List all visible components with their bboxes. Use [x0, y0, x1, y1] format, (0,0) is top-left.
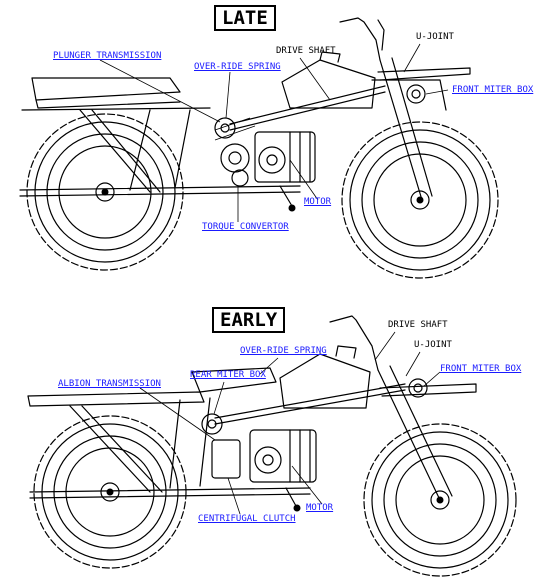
late-bike-drawing	[19, 17, 499, 279]
late-label-u-joint: U-JOINT	[416, 32, 454, 42]
late-rear-tire	[26, 113, 184, 271]
early-label-override-spring[interactable]: OVER-RIDE SPRING	[240, 346, 327, 356]
late-label-plunger-transmission[interactable]: PLUNGER TRANSMISSION	[53, 51, 162, 61]
late-front-tire	[341, 121, 499, 279]
early-label-rear-miter-box[interactable]: REAR MITER BOX	[190, 370, 266, 380]
early-label-centrifugal-clutch[interactable]: CENTRIFUGAL CLUTCH	[198, 514, 296, 524]
early-label-u-joint: U-JOINT	[414, 340, 452, 350]
late-title: LATE	[214, 5, 276, 31]
early-label-albion-transmission[interactable]: ALBION TRANSMISSION	[58, 379, 161, 389]
early-label-drive-shaft: DRIVE SHAFT	[388, 320, 448, 330]
late-label-front-miter-box[interactable]: FRONT MITER BOX	[452, 85, 534, 95]
early-title: EARLY	[212, 307, 286, 333]
late-label-motor[interactable]: MOTOR	[304, 197, 332, 207]
late-label-drive-shaft: DRIVE SHAFT	[276, 46, 336, 56]
late-label-override-spring[interactable]: OVER-RIDE SPRING	[194, 62, 281, 72]
leader-lines	[99, 43, 449, 515]
early-label-front-miter-box[interactable]: FRONT MITER BOX	[440, 364, 522, 374]
early-front-tire	[363, 423, 517, 577]
early-label-motor[interactable]: MOTOR	[306, 503, 334, 513]
early-bike-drawing	[27, 315, 517, 577]
late-label-torque-convertor[interactable]: TORQUE CONVERTOR	[202, 222, 289, 232]
